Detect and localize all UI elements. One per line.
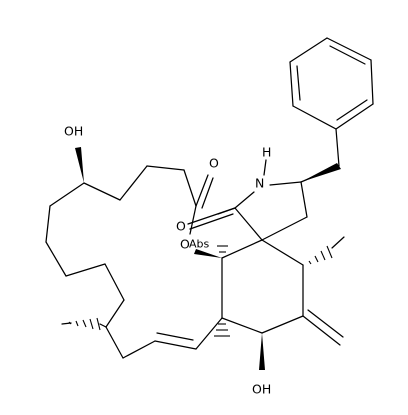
amide-nh: H N <box>255 145 271 191</box>
cyclohexane-ring <box>221 239 304 334</box>
ketone-carbonyl: O <box>195 156 219 209</box>
top-hydroxyl-label: OH <box>64 124 83 139</box>
amide-h-label: H <box>262 145 271 160</box>
bottom-hydroxyl-label: OH <box>252 382 271 397</box>
benzyl-linker <box>300 128 341 183</box>
amide-oxygen-label: O <box>176 219 186 234</box>
amide-carbonyl: O <box>176 207 236 234</box>
macrocycle-methyl <box>61 317 107 331</box>
top-hydroxyl: OH <box>64 124 84 183</box>
bottom-hydroxyl: OH <box>252 333 271 397</box>
ketone-oxygen-label: O <box>209 156 219 171</box>
benzene-ring <box>289 37 374 130</box>
amide-n-label: N <box>255 176 264 191</box>
ring-oxygen-label: O <box>180 237 190 252</box>
abs-stereo-marker: Abs <box>189 238 210 251</box>
ring-fusion-hash <box>214 245 230 337</box>
ring-oxygen-group: O Abs <box>180 205 222 258</box>
exocyclic-methylene <box>302 309 344 346</box>
cyclohexane-methyl <box>308 236 345 265</box>
lactam-ring <box>217 181 308 241</box>
macrocycle <box>45 165 223 359</box>
